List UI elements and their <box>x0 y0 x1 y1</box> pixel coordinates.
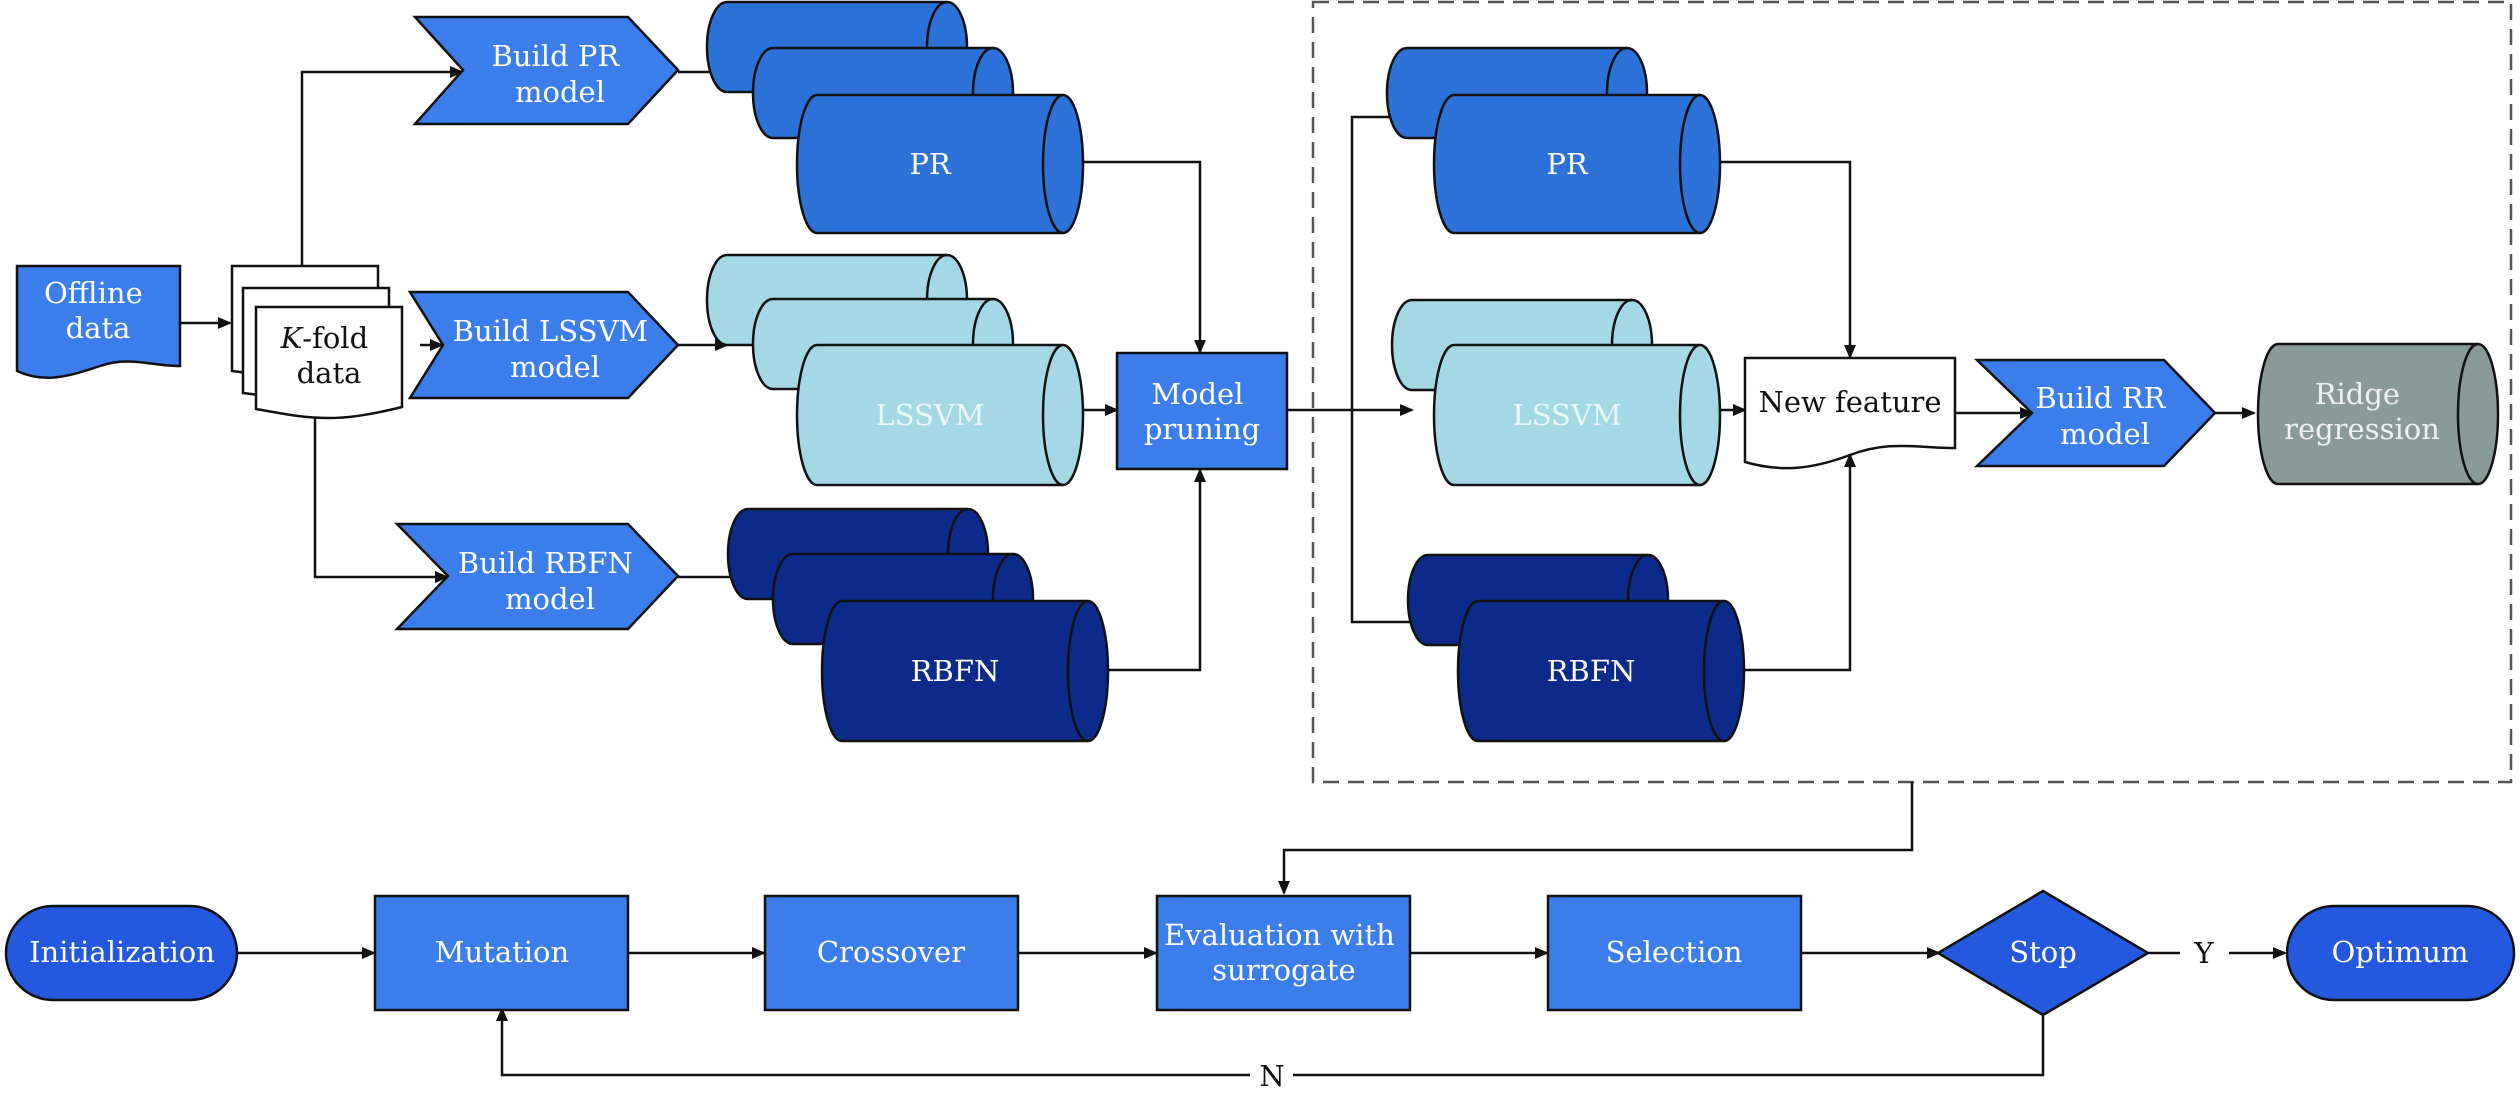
kfold-data-label: K-fold data <box>280 321 378 390</box>
offline-data-document <box>15 264 182 379</box>
optimum-terminal <box>2285 904 2516 1002</box>
connectors <box>180 66 2287 1077</box>
lssvm-db-stack-2: LSSVM <box>1390 298 1722 487</box>
evaluation-step <box>1155 894 1412 1012</box>
build-rbfn-model-label: Build RBFN model <box>458 546 642 616</box>
rbfn-db-stack-2: RBFN <box>1406 553 1746 743</box>
build-rr-model-step <box>1973 358 2217 468</box>
yes-label: Y <box>2193 936 2214 970</box>
model-pruning-label: Model pruning <box>1144 377 1260 446</box>
model-pruning-box <box>1115 351 1289 471</box>
pr-db-stack-2-label: PR <box>1546 147 1589 181</box>
mutation-step <box>373 894 630 1012</box>
lssvm-db-stack-label: LSSVM <box>875 398 984 432</box>
new-feature-label: New feature <box>1758 385 1941 419</box>
rbfn-db-stack-2-label: RBFN <box>1547 654 1636 688</box>
build-lssvm-model-label: Build LSSVM model <box>453 314 658 384</box>
selection-label: Selection <box>1606 935 1743 969</box>
rbfn-db-stack: RBFN <box>726 507 1110 743</box>
kfold-data-stack <box>230 264 404 420</box>
lssvm-db-stack: LSSVM <box>705 253 1085 487</box>
new-feature-document <box>1743 356 1957 470</box>
build-rbfn-model-step <box>394 522 680 631</box>
build-lssvm-model-step <box>407 290 680 400</box>
initialization-terminal <box>4 904 239 1002</box>
ridge-regression-store <box>2256 342 2500 486</box>
pr-db-stack-label: PR <box>909 147 952 181</box>
build-rr-model-label: Build RR model <box>2035 381 2174 451</box>
pr-db-stack-2: PR <box>1385 46 1722 235</box>
stop-label: Stop <box>2009 935 2077 969</box>
ridge-regression-label: Ridge regression <box>2284 377 2440 446</box>
initialization-label: Initialization <box>29 935 215 969</box>
rbfn-db-stack-label: RBFN <box>911 654 1000 688</box>
no-label: N <box>1259 1059 1284 1093</box>
build-pr-model-step <box>412 15 680 126</box>
crossover-step <box>763 894 1020 1012</box>
pr-db-stack: PR <box>705 0 1085 235</box>
selection-step <box>1546 894 1803 1012</box>
mutation-label: Mutation <box>435 935 569 969</box>
stop-decision <box>1935 889 2151 1017</box>
crossover-label: Crossover <box>817 935 965 969</box>
build-pr-model-label: Build PR model <box>492 39 629 109</box>
lssvm-db-stack-2-label: LSSVM <box>1512 398 1621 432</box>
optimum-label: Optimum <box>2332 935 2469 969</box>
evaluation-label: Evaluation with surrogate <box>1164 918 1404 987</box>
offline-data-label: Offline data <box>44 276 152 345</box>
